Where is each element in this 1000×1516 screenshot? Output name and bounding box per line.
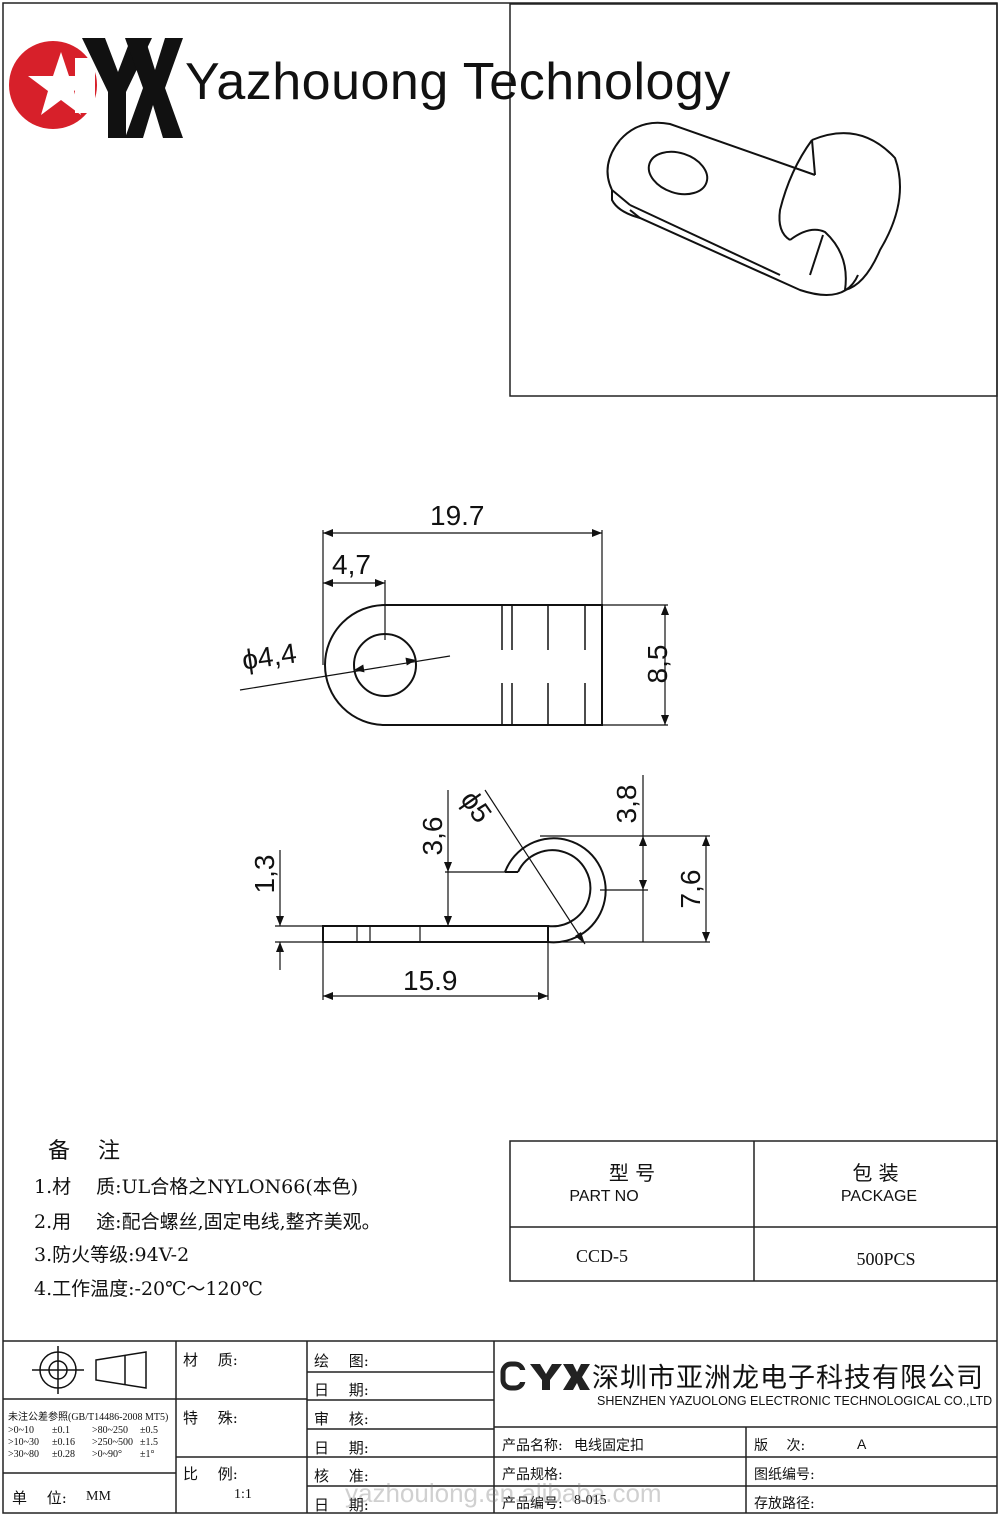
package-header-en: PACKAGE <box>840 1188 918 1205</box>
product-spec-label: 产品规格: <box>502 1467 563 1483</box>
dim-width: 8,5 <box>642 644 673 684</box>
company-logo-icon <box>500 1361 590 1391</box>
special-label: 特 殊: <box>183 1409 238 1427</box>
note-temperature: 4.工作温度:-20℃～120℃ <box>34 1278 263 1300</box>
dim-top-length: 19.7 <box>430 500 485 531</box>
date-label-1: 日 期: <box>314 1381 369 1399</box>
dim-side-height-b: 3,8 <box>611 784 642 824</box>
dim-side-height-c: 7,6 <box>675 869 706 909</box>
part-no-header-en: PART NO <box>569 1188 639 1205</box>
material-label: 材 质: <box>183 1351 238 1369</box>
product-name-value: 电线固定扣 <box>574 1438 644 1454</box>
part-table-grid <box>509 1140 998 1282</box>
version-label: 版 次: <box>754 1438 806 1454</box>
top-view <box>239 529 669 726</box>
unit-value: MM <box>86 1489 111 1504</box>
product-no-value: 8-015 <box>574 1493 607 1508</box>
isometric-view-frame <box>509 3 998 397</box>
version-value: A <box>857 1436 867 1452</box>
scale-value: 1:1 <box>234 1487 252 1502</box>
review-label: 审 核: <box>314 1410 369 1428</box>
projection-symbol-icon <box>32 1346 147 1394</box>
note-material: 1.材 质:UL合格之NYLON66(本色) <box>34 1176 359 1198</box>
brand-title: Yazhouong Technology <box>185 53 731 111</box>
product-name-label: 产品名称: <box>502 1438 563 1454</box>
dim-side-height-a: 3,6 <box>417 816 448 856</box>
title-block-grid <box>3 1340 997 1513</box>
drawing-no-label: 图纸编号: <box>754 1467 815 1483</box>
part-no-header-cn: 型 号 <box>608 1161 656 1185</box>
dim-side-length: 15.9 <box>403 965 458 996</box>
tolerance-row-1: >0~10±0.1>80~250±0.5 <box>8 1425 158 1436</box>
storage-path-label: 存放路径: <box>754 1496 815 1512</box>
notes-heading: 备注 <box>48 1139 149 1164</box>
tolerance-row-3: >30~80±0.28>0~90°±1° <box>8 1449 155 1460</box>
tolerance-title: 未注公差参照(GB/T14486-2008 MT5) <box>8 1412 169 1423</box>
unit-label: 单 位: <box>12 1489 67 1507</box>
product-no-label: 产品编号: <box>502 1496 563 1512</box>
note-fire-rating: 3.防火等级:94V-2 <box>34 1244 190 1266</box>
company-name-en: SHENZHEN YAZUOLONG ELECTRONIC TECHNOLOGI… <box>597 1394 993 1408</box>
side-view <box>275 775 710 1000</box>
package-header-cn: 包 装 <box>852 1161 899 1185</box>
dim-hole-offset: 4,7 <box>332 549 371 580</box>
isometric-clamp <box>606 121 901 296</box>
dim-thickness: 1,3 <box>249 854 280 894</box>
company-name-cn: 深圳市亚洲龙电子科技有限公司 <box>592 1363 984 1394</box>
scale-label: 比 例: <box>183 1465 238 1483</box>
date-label-2: 日 期: <box>314 1439 369 1457</box>
draw-label: 绘 图: <box>314 1352 369 1370</box>
tolerance-row-2: >10~30±0.16>250~500±1.5 <box>8 1437 158 1448</box>
watermark: yazhoulong.en.alibaba.com <box>345 1478 662 1508</box>
cyx-logo <box>9 38 183 138</box>
approve-label: 核 准: <box>314 1467 369 1485</box>
package-value: 500PCS <box>856 1249 916 1269</box>
note-usage: 2.用 途:配合螺丝,固定电线,整齐美观。 <box>34 1211 381 1233</box>
part-no-value: CCD-5 <box>575 1246 628 1266</box>
date-label-3: 日 期: <box>314 1496 369 1514</box>
